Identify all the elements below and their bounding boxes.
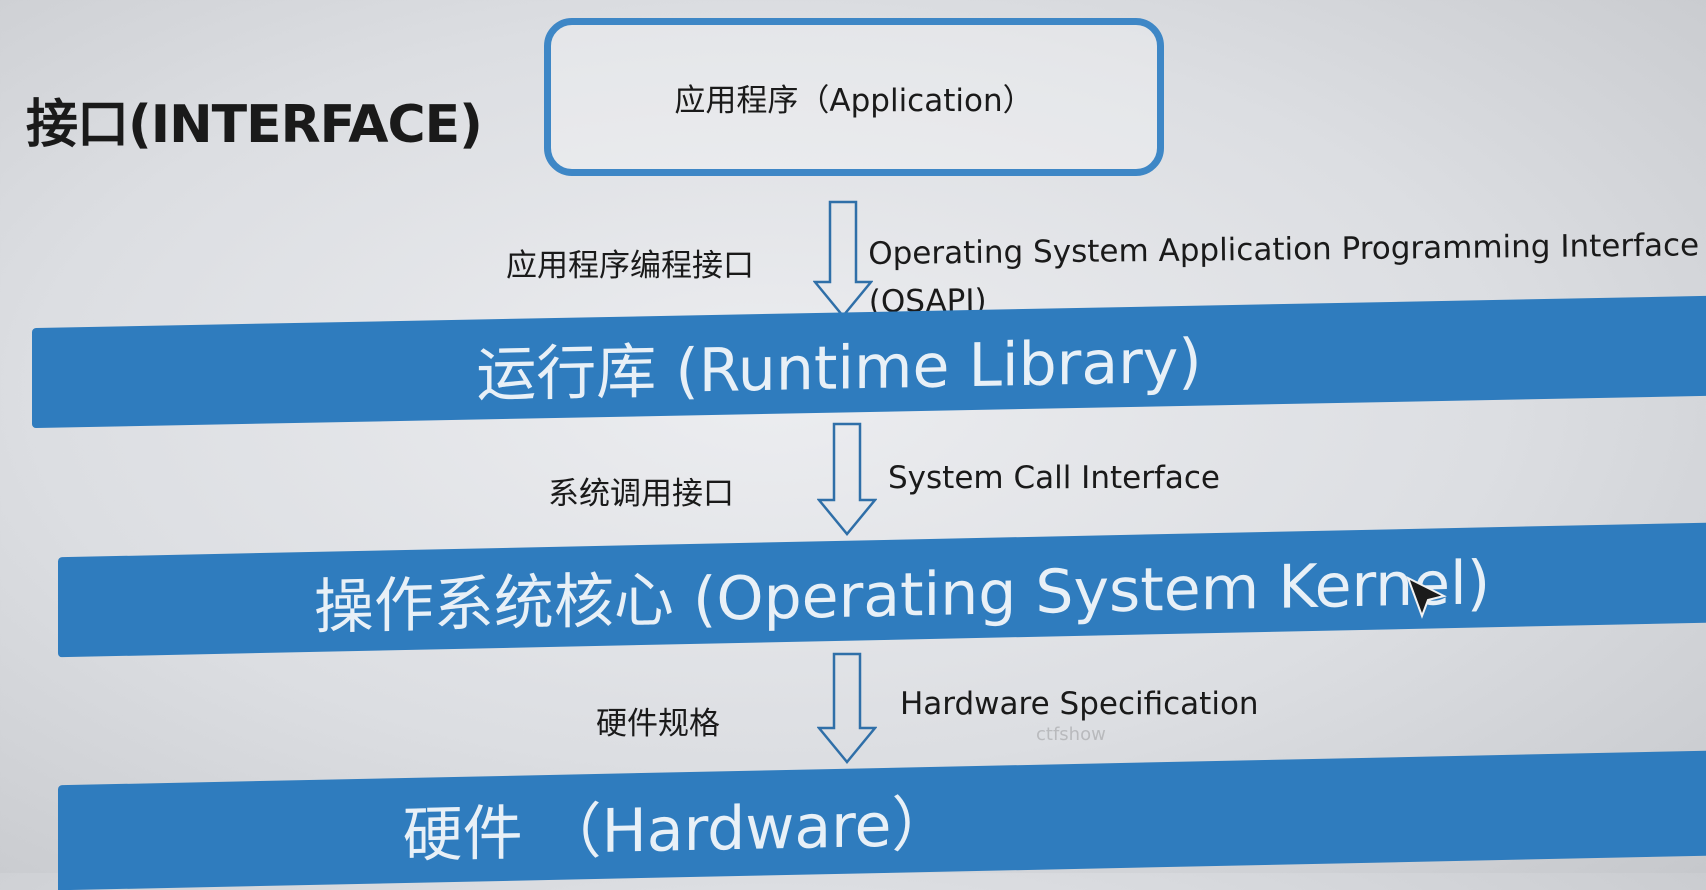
syscall-down-arrow-icon bbox=[817, 422, 877, 536]
api-label-en-line1: Operating System Application Programming… bbox=[868, 227, 1700, 272]
hardware-spec-down-arrow-icon bbox=[817, 652, 877, 764]
slide-title: 接口(INTERFACE) bbox=[26, 95, 483, 155]
runtime-library-label: 运行库 (Runtime Library) bbox=[476, 326, 1202, 411]
runtime-library-band: 运行库 (Runtime Library) bbox=[32, 295, 1706, 429]
application-layer-label: 应用程序（Application） bbox=[674, 82, 1034, 119]
api-down-arrow-icon bbox=[813, 200, 873, 318]
os-kernel-label: 操作系统核心 (Operating System Kernel) bbox=[313, 547, 1491, 643]
mouse-pointer-icon bbox=[1406, 575, 1447, 619]
watermark: ctfshow bbox=[1036, 724, 1106, 745]
hardware-spec-label-en: Hardware Specification bbox=[900, 686, 1259, 722]
hardware-spec-label-cn: 硬件规格 bbox=[596, 706, 720, 742]
application-layer-box: 应用程序（Application） bbox=[544, 18, 1164, 176]
hardware-label: 硬件 （Hardware） bbox=[402, 789, 952, 872]
syscall-label-cn: 系统调用接口 bbox=[548, 476, 734, 512]
hardware-band: 硬件 （Hardware） bbox=[58, 750, 1706, 890]
syscall-label-en: System Call Interface bbox=[888, 460, 1220, 496]
os-kernel-band: 操作系统核心 (Operating System Kernel) bbox=[58, 522, 1706, 658]
api-label-cn: 应用程序编程接口 bbox=[506, 248, 754, 284]
